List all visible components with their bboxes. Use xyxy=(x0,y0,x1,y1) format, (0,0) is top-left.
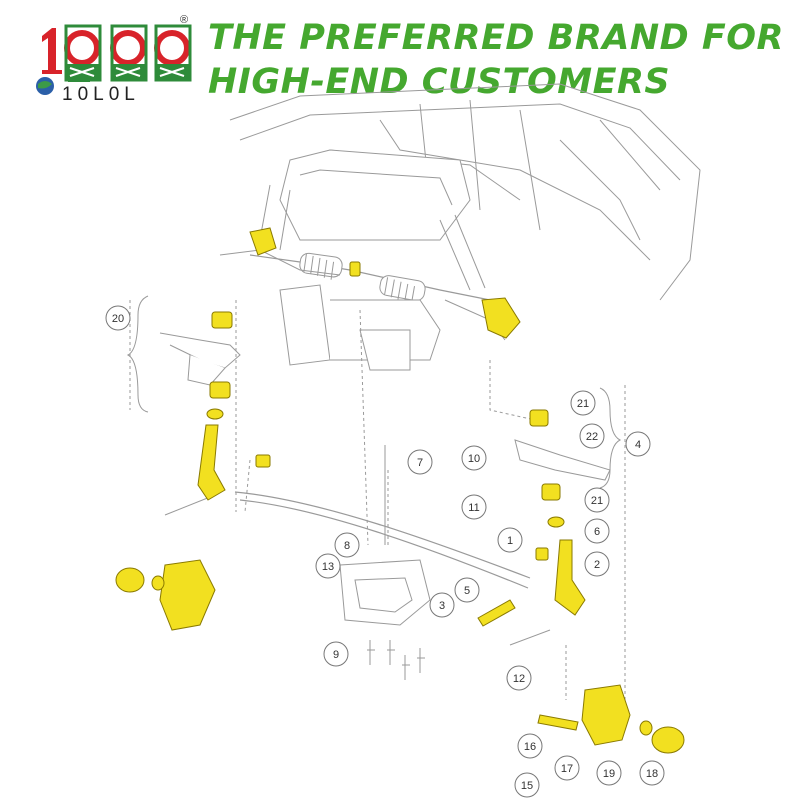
callout-label: 12 xyxy=(513,673,525,685)
callout-circle xyxy=(461,494,487,520)
callout-label: 10 xyxy=(468,453,480,465)
callout-circle xyxy=(584,487,610,513)
callout-circle xyxy=(584,551,610,577)
callout-3: 3 xyxy=(429,592,455,618)
callout-label: 16 xyxy=(524,741,536,753)
callout-circle xyxy=(497,527,523,553)
callout-circle xyxy=(334,532,360,558)
callout-label: 3 xyxy=(439,600,445,612)
callout-circle xyxy=(570,390,596,416)
callout-10: 10 xyxy=(461,445,487,471)
callout-circle xyxy=(105,305,131,331)
callout-label: 4 xyxy=(635,439,641,451)
callout-label: 8 xyxy=(344,540,350,552)
callout-label: 13 xyxy=(322,561,334,573)
callout-8: 8 xyxy=(334,532,360,558)
callout-circle xyxy=(517,733,543,759)
callout-circle xyxy=(407,449,433,475)
headline: THE PREFERRED BRAND FOR HIGH-END CUSTOME… xyxy=(208,16,788,104)
callout-5: 5 xyxy=(454,577,480,603)
callout-label: 21 xyxy=(577,398,589,410)
callout-16: 16 xyxy=(517,733,543,759)
callout-1: 1 xyxy=(497,527,523,553)
callout-circle xyxy=(579,423,605,449)
callout-label: 2 xyxy=(594,559,600,571)
callout-label: 9 xyxy=(333,649,339,661)
callout-label: 5 xyxy=(464,585,470,597)
callout-label: 22 xyxy=(586,431,598,443)
callout-circle xyxy=(596,760,622,786)
callout-label: 19 xyxy=(603,768,615,780)
headline-line-2: HIGH-END CUSTOMERS xyxy=(208,62,671,102)
callout-9: 9 xyxy=(323,641,349,667)
callout-18: 18 xyxy=(639,760,665,786)
callout-11: 11 xyxy=(461,494,487,520)
callout-22: 22 xyxy=(579,423,605,449)
callout-label: 21 xyxy=(591,495,603,507)
callout-circle xyxy=(323,641,349,667)
callout-circle xyxy=(554,755,580,781)
callout-circle xyxy=(315,553,341,579)
callout-2: 2 xyxy=(584,551,610,577)
callout-circle xyxy=(625,431,651,457)
callout-17: 17 xyxy=(554,755,580,781)
callout-label: 6 xyxy=(594,526,600,538)
logo-mark-icon xyxy=(36,24,192,95)
registered-mark: ® xyxy=(180,14,189,26)
callout-13: 13 xyxy=(315,553,341,579)
callout-label: 18 xyxy=(646,768,658,780)
callout-circle xyxy=(584,518,610,544)
callout-21: 21 xyxy=(584,487,610,513)
callout-12: 12 xyxy=(506,665,532,691)
callout-label: 15 xyxy=(521,780,533,792)
callout-4: 4 xyxy=(625,431,651,457)
callout-label: 11 xyxy=(468,502,479,514)
callout-21: 21 xyxy=(570,390,596,416)
headline-line-1: THE PREFERRED BRAND FOR xyxy=(208,18,784,58)
callout-circle xyxy=(461,445,487,471)
callout-7: 7 xyxy=(407,449,433,475)
callout-label: 7 xyxy=(417,457,423,469)
callout-circle xyxy=(514,772,540,798)
logo-text: 10L0L xyxy=(62,84,140,105)
callout-circle xyxy=(454,577,480,603)
callout-label: 20 xyxy=(112,313,124,325)
callout-20: 20 xyxy=(105,305,131,331)
callout-label: 1 xyxy=(507,535,513,547)
callout-label: 17 xyxy=(561,763,573,775)
callout-circle xyxy=(639,760,665,786)
callout-15: 15 xyxy=(514,772,540,798)
callout-circle xyxy=(506,665,532,691)
callout-circle xyxy=(429,592,455,618)
callout-19: 19 xyxy=(596,760,622,786)
callout-6: 6 xyxy=(584,518,610,544)
